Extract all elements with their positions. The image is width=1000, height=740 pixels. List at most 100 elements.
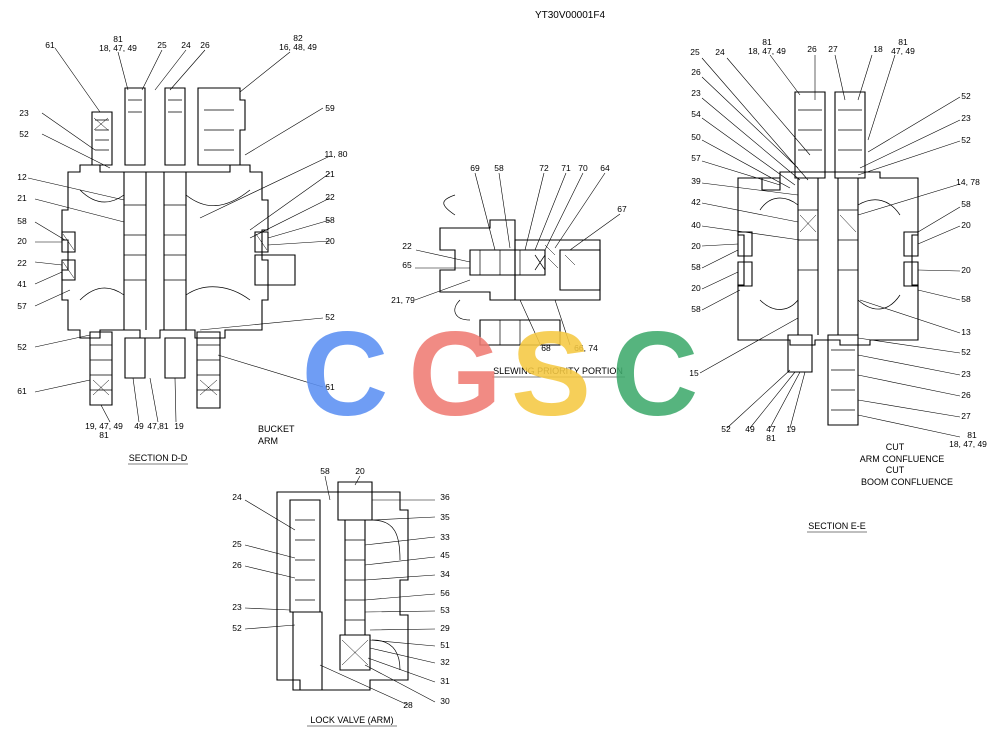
svg-text:52: 52 (232, 623, 242, 633)
svg-text:81: 81 (898, 37, 908, 47)
section-d-d-drawing (61, 87, 296, 409)
svg-text:35: 35 (440, 512, 450, 522)
svg-text:13: 13 (961, 327, 971, 337)
svg-text:52: 52 (19, 129, 29, 139)
svg-text:47,81: 47,81 (147, 421, 169, 431)
svg-text:72: 72 (539, 163, 549, 173)
svg-text:58: 58 (961, 294, 971, 304)
svg-text:22: 22 (402, 241, 412, 251)
svg-text:22: 22 (17, 258, 27, 268)
svg-text:24: 24 (181, 40, 191, 50)
lock-valve-leaders (244, 475, 436, 706)
svg-text:58: 58 (325, 215, 335, 225)
svg-text:54: 54 (691, 109, 701, 119)
svg-text:21: 21 (325, 169, 335, 179)
svg-text:26: 26 (807, 44, 817, 54)
svg-text:20: 20 (355, 466, 365, 476)
svg-text:39: 39 (691, 176, 701, 186)
svg-text:81: 81 (766, 433, 776, 443)
svg-text:66, 74: 66, 74 (574, 343, 598, 353)
slewing-caption: SLEWING PRIORITY PORTION (493, 366, 623, 376)
svg-text:23: 23 (961, 369, 971, 379)
svg-text:27: 27 (961, 411, 971, 421)
svg-text:23: 23 (19, 108, 29, 118)
svg-text:58: 58 (691, 304, 701, 314)
svg-text:52: 52 (17, 342, 27, 352)
section-e-e-note-arm-confluence: ARM CONFLUENCE (860, 454, 945, 464)
svg-text:61: 61 (45, 40, 55, 50)
svg-text:32: 32 (440, 657, 450, 667)
svg-text:26: 26 (200, 40, 210, 50)
svg-text:81: 81 (99, 430, 109, 440)
svg-text:34: 34 (440, 569, 450, 579)
svg-text:65: 65 (402, 260, 412, 270)
svg-text:81: 81 (967, 430, 977, 440)
svg-text:58: 58 (691, 262, 701, 272)
svg-text:58: 58 (17, 216, 27, 226)
svg-text:19, 47, 49: 19, 47, 49 (85, 421, 123, 431)
section-e-e-drawing (737, 91, 919, 426)
logo-letter: G (408, 307, 501, 441)
svg-text:18, 47, 49: 18, 47, 49 (949, 439, 987, 449)
section-d-d-note-arm: ARM (258, 436, 278, 446)
svg-text:42: 42 (691, 197, 701, 207)
cgsc-watermark-logo: C G S C (302, 307, 699, 441)
svg-text:12: 12 (17, 172, 27, 182)
svg-text:27: 27 (828, 44, 838, 54)
svg-text:49: 49 (134, 421, 144, 431)
svg-text:23: 23 (961, 113, 971, 123)
svg-text:21, 79: 21, 79 (391, 295, 415, 305)
svg-text:82: 82 (293, 33, 303, 43)
slewing-drawing (439, 194, 601, 346)
svg-text:26: 26 (232, 560, 242, 570)
logo-letter: C (302, 307, 389, 441)
section-e-e-note-cut-2: CUT (886, 465, 905, 475)
svg-text:28: 28 (403, 700, 413, 710)
svg-text:68: 68 (541, 343, 551, 353)
lock-valve-labels: 58 20 24 36 35 25 33 26 45 34 23 56 53 5… (232, 466, 450, 710)
svg-text:16, 48, 49: 16, 48, 49 (279, 42, 317, 52)
svg-text:25: 25 (157, 40, 167, 50)
svg-text:58: 58 (961, 199, 971, 209)
svg-text:29: 29 (440, 623, 450, 633)
svg-text:70: 70 (578, 163, 588, 173)
svg-text:61: 61 (17, 386, 27, 396)
svg-text:64: 64 (600, 163, 610, 173)
svg-text:31: 31 (440, 676, 450, 686)
lock-valve-drawing (276, 481, 409, 691)
svg-text:21: 21 (17, 193, 27, 203)
svg-text:30: 30 (440, 696, 450, 706)
svg-text:59: 59 (325, 103, 335, 113)
section-e-e-leaders (699, 54, 961, 438)
lock-valve-caption: LOCK VALVE (ARM) (310, 715, 393, 725)
svg-text:41: 41 (17, 279, 27, 289)
svg-text:52: 52 (961, 135, 971, 145)
svg-text:19: 19 (786, 424, 796, 434)
svg-text:33: 33 (440, 532, 450, 542)
svg-text:26: 26 (961, 390, 971, 400)
svg-text:24: 24 (232, 492, 242, 502)
svg-text:52: 52 (721, 424, 731, 434)
svg-text:71: 71 (561, 163, 571, 173)
svg-text:61: 61 (325, 382, 335, 392)
svg-text:49: 49 (745, 424, 755, 434)
svg-text:20: 20 (691, 241, 701, 251)
drawing-code: YT30V00001F4 (535, 10, 605, 21)
svg-text:51: 51 (440, 640, 450, 650)
svg-text:26: 26 (691, 67, 701, 77)
svg-text:22: 22 (325, 192, 335, 202)
section-d-d-caption: SECTION D-D (129, 453, 188, 463)
svg-text:47: 47 (766, 424, 776, 434)
svg-text:18, 47, 49: 18, 47, 49 (748, 46, 786, 56)
svg-text:81: 81 (762, 37, 772, 47)
svg-text:52: 52 (961, 91, 971, 101)
slewing-leaders (414, 172, 621, 346)
svg-text:58: 58 (320, 466, 330, 476)
svg-text:18, 47, 49: 18, 47, 49 (99, 43, 137, 53)
svg-text:52: 52 (325, 312, 335, 322)
section-d-d-note-bucket: BUCKET (258, 424, 295, 434)
svg-text:53: 53 (440, 605, 450, 615)
svg-text:20: 20 (17, 236, 27, 246)
svg-text:14, 78: 14, 78 (956, 177, 980, 187)
